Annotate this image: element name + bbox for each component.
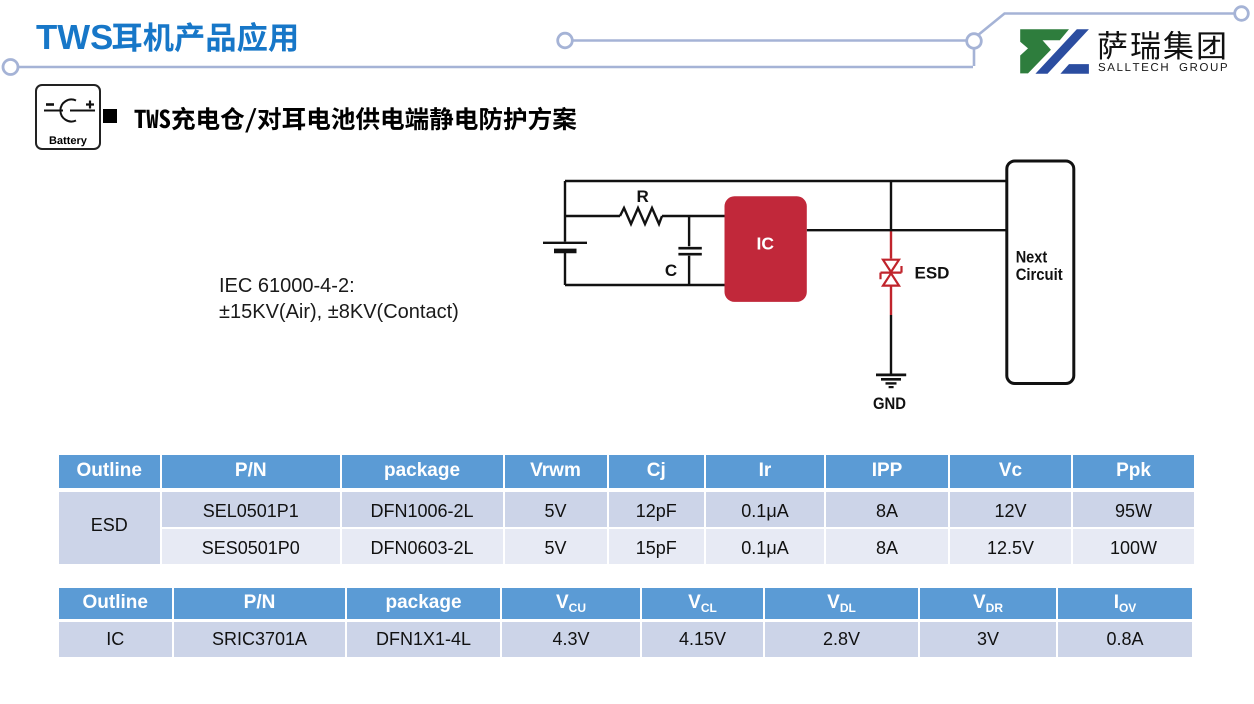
svg-text:IC: IC — [757, 234, 775, 254]
svg-text:C: C — [665, 261, 677, 280]
svg-text:ESD: ESD — [915, 264, 950, 283]
svg-text:GND: GND — [873, 394, 906, 413]
svg-text:R: R — [636, 187, 648, 206]
svg-text:Next: Next — [1016, 248, 1048, 267]
svg-text:Circuit: Circuit — [1016, 265, 1063, 284]
